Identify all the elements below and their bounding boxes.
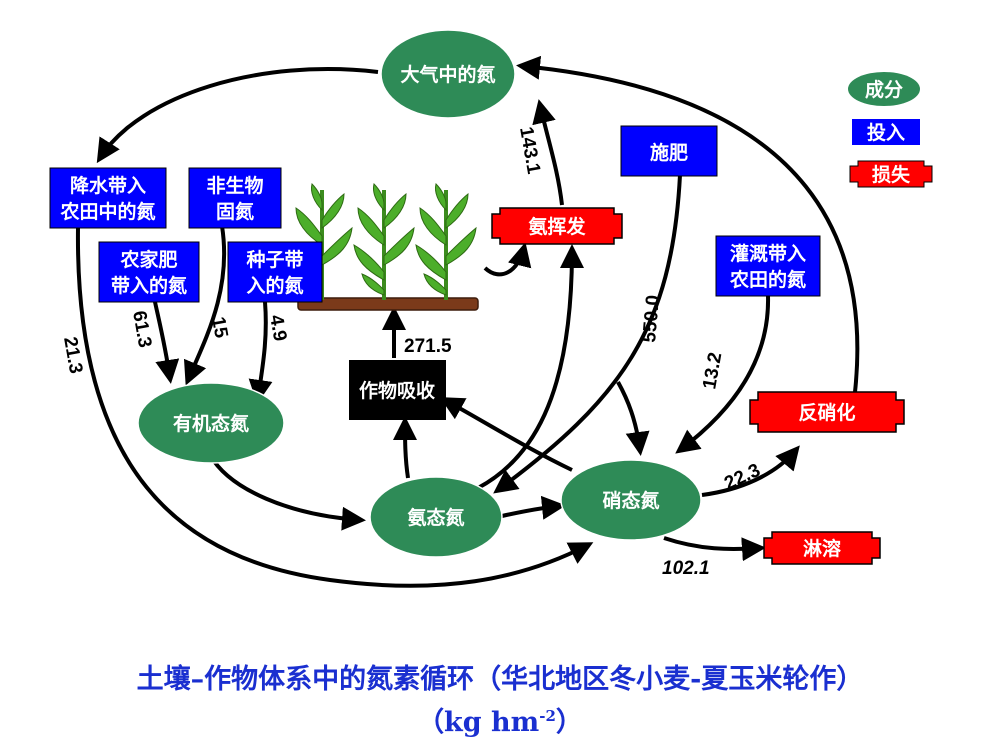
svg-text:入的氮: 入的氮 <box>246 274 303 297</box>
soil-bar <box>297 297 479 311</box>
node-ammonium-n-label: 氨态氮 <box>407 506 464 529</box>
input-abiotic-fixation: 非生物 固氮 <box>188 167 282 229</box>
flow-irrigation-to-nitrate <box>675 295 771 454</box>
svg-text:农田的氮: 农田的氮 <box>729 268 806 291</box>
flow-value-volatilization: 143.1 <box>515 125 544 176</box>
caption-units: （kg hm-2） <box>0 698 1000 741</box>
flow-plants-to-volatilization <box>483 242 532 277</box>
svg-text:农田中的氮: 农田中的氮 <box>59 200 155 223</box>
caption-units-exponent: -2 <box>539 707 556 725</box>
svg-text:降水带入: 降水带入 <box>70 174 146 197</box>
input-manure: 农家肥 带入的氮 <box>98 241 200 303</box>
nitrogen-cycle-diagram: 大气中的氮 有机态氮 氨态氮 硝态氮 作物吸收 降水带入 农田中的氮 非生物 固… <box>49 29 933 588</box>
flow-value-leaching: 102.1 <box>662 558 710 579</box>
flow-rain-to-nitrate <box>75 227 594 588</box>
svg-text:成分: 成分 <box>865 78 903 101</box>
input-rain: 降水带入 农田中的氮 <box>49 167 167 229</box>
flow-nitrate-to-crop <box>439 397 573 472</box>
loss-denitrification: 反硝化 <box>749 391 905 433</box>
node-ammonium-n: 氨态氮 <box>369 476 503 558</box>
flow-organic-to-ammonium <box>208 453 366 531</box>
caption-title: 土壤–作物体系中的氮素循环（华北地区冬小麦-夏玉米轮作） <box>136 664 864 695</box>
flow-denitrification-to-atmosphere <box>516 55 860 393</box>
loss-volatilization: 氨挥发 <box>491 207 623 245</box>
node-crop-uptake: 作物吸收 <box>349 360 446 420</box>
svg-text:灌溉带入: 灌溉带入 <box>730 242 806 265</box>
flow-value-fertilizer: 550.0 <box>639 294 664 343</box>
legend-component: 成分 <box>848 72 920 106</box>
node-atmosphere-label: 大气中的氮 <box>400 63 495 86</box>
flow-value-crop-uptake: 271.5 <box>404 336 452 357</box>
node-crop-uptake-label: 作物吸收 <box>359 379 435 402</box>
flow-atmosphere-to-rain <box>96 67 379 164</box>
node-atmosphere: 大气中的氮 <box>380 29 516 119</box>
svg-text:投入: 投入 <box>867 121 905 144</box>
flow-value-abiotic: 15 <box>207 315 231 340</box>
legend-loss: 损失 <box>849 160 933 188</box>
flow-ammonium-to-nitrate <box>501 495 566 520</box>
loss-leaching: 淋溶 <box>763 531 881 565</box>
maize-plant-icon <box>414 182 478 302</box>
svg-text:氨挥发: 氨挥发 <box>528 215 586 238</box>
svg-text:农家肥: 农家肥 <box>119 248 177 271</box>
maize-plant-icon <box>352 182 416 302</box>
legend: 成分 投入 损失 <box>848 72 933 188</box>
flow-value-seed: 4.9 <box>265 313 290 343</box>
node-nitrate-n: 硝态氮 <box>560 459 702 541</box>
input-seed: 种子带 入的氮 <box>227 241 323 303</box>
node-organic-n-label: 有机态氮 <box>173 412 249 435</box>
flow-value-rain: 21.3 <box>59 335 86 375</box>
flow-ammonium-to-volatilization <box>477 244 584 490</box>
flow-abiotic-to-organic <box>183 225 227 386</box>
flow-ammonium-to-crop <box>393 416 418 479</box>
node-organic-n: 有机态氮 <box>137 382 285 464</box>
diagram-caption: 土壤–作物体系中的氮素循环（华北地区冬小麦-夏玉米轮作） （kg hm-2） <box>0 662 1000 741</box>
svg-text:固氮: 固氮 <box>216 200 254 223</box>
input-irrigation: 灌溉带入 农田的氮 <box>715 235 821 297</box>
input-fertilizer: 施肥 <box>620 125 718 177</box>
node-nitrate-n-label: 硝态氮 <box>602 489 659 512</box>
svg-text:带入的氮: 带入的氮 <box>111 274 187 297</box>
flow-value-manure: 61.3 <box>128 309 155 349</box>
svg-text:非生物: 非生物 <box>206 174 263 197</box>
svg-text:损失: 损失 <box>872 163 911 186</box>
caption-units-text: （kg hm <box>417 707 540 738</box>
flow-nitrate-to-denitrification <box>701 445 800 497</box>
svg-text:淋溶: 淋溶 <box>803 537 841 560</box>
flow-manure-to-organic <box>153 301 180 384</box>
flow-seed-to-organic <box>248 301 273 404</box>
svg-text:种子带: 种子带 <box>245 249 303 271</box>
legend-input: 投入 <box>852 119 920 145</box>
flow-fertilizer-to-nitrate <box>616 381 650 456</box>
flow-nitrate-to-leaching <box>663 536 766 562</box>
flow-value-denitrification: 22.3 <box>721 460 763 495</box>
flow-volatilization-to-atmosphere <box>532 99 564 206</box>
caption-units-close: ） <box>555 707 583 738</box>
svg-text:施肥: 施肥 <box>650 141 688 164</box>
svg-text:反硝化: 反硝化 <box>798 401 855 424</box>
flow-value-irrigation: 13.2 <box>699 351 726 391</box>
